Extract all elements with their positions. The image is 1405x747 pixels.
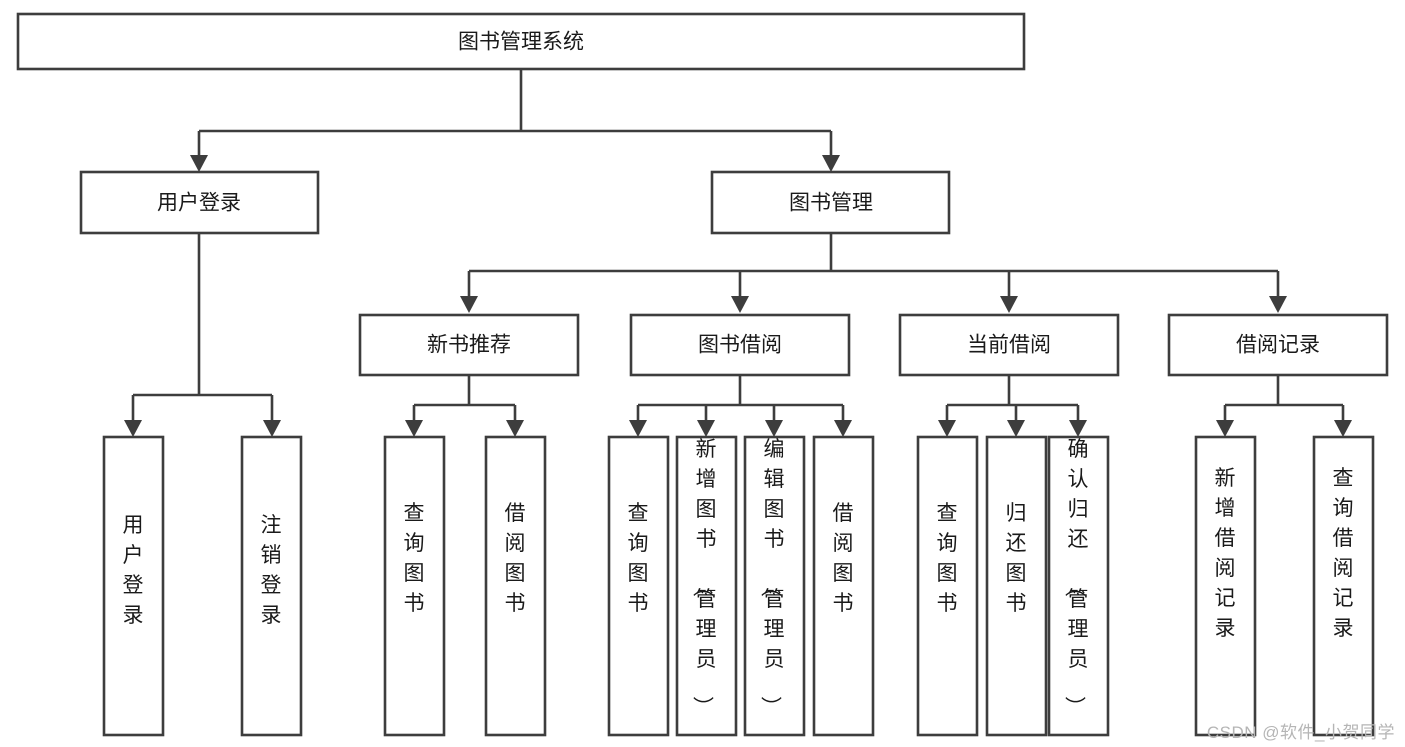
arrow-to-current-borrow (1000, 296, 1018, 313)
node-user-login[interactable]: 用户登录 (79, 170, 320, 235)
node-cur-query-book-label: 查询图书 (937, 502, 958, 615)
node-rec-borrow-book-box[interactable] (484, 435, 547, 737)
arrow-to-rec-query-book (405, 420, 423, 437)
node-borrow-query-book-label: 查询图书 (628, 502, 649, 615)
node-rec-query-book-box[interactable] (383, 435, 446, 737)
arrow-to-book-borrow (731, 296, 749, 313)
edge-user-login-bus (131, 233, 274, 422)
node-login-do-box[interactable] (102, 435, 165, 737)
node-borrow-add-book[interactable]: 新增图书（管理员） (675, 435, 738, 737)
node-cur-return-book[interactable]: 归还图书 (985, 435, 1048, 737)
node-rec-query-record[interactable]: 查询借阅记录 (1312, 435, 1375, 737)
node-borrow-record-box[interactable] (1167, 313, 1389, 377)
node-user-login-box[interactable] (79, 170, 320, 235)
node-rec-query-record-box[interactable] (1312, 435, 1375, 737)
node-cur-return-book-label: 归还图书 (1006, 502, 1027, 615)
node-logout-do-label: 注销登录 (261, 514, 282, 627)
edge-new-book-rec-bus (412, 375, 517, 422)
node-new-book-rec-box[interactable] (358, 313, 580, 377)
node-borrow-edit-book[interactable]: 编辑图书（管理员） (743, 435, 806, 737)
arrow-to-book-manage (822, 155, 840, 172)
arrow-to-cur-return-book (1007, 420, 1025, 437)
arrow-to-rec-add-record (1216, 420, 1234, 437)
node-rec-borrow-book[interactable]: 借阅图书 (484, 435, 547, 737)
node-rec-query-record-label: 查询借阅记录 (1333, 467, 1354, 640)
node-borrow-record[interactable]: 借阅记录 (1167, 313, 1389, 377)
arrow-to-borrow-borrow-book (834, 420, 852, 437)
node-rec-query-book-label: 查询图书 (404, 502, 425, 615)
node-borrow-borrow-book[interactable]: 借阅图书 (812, 435, 875, 737)
node-user-login-label: 用户登录 (157, 192, 241, 215)
node-book-manage[interactable]: 图书管理 (710, 170, 951, 235)
arrow-to-login-do (124, 420, 142, 437)
node-borrow-edit-book-label: 编辑图书（管理员） (759, 438, 785, 717)
arrow-to-rec-borrow-book (506, 420, 524, 437)
node-root[interactable]: 图书管理系统 (16, 12, 1026, 71)
node-rec-add-record[interactable]: 新增借阅记录 (1194, 435, 1257, 737)
arrow-to-borrow-record (1269, 296, 1287, 313)
node-logout-do-box[interactable] (240, 435, 303, 737)
node-root-label: 图书管理系统 (458, 31, 584, 54)
node-rec-add-record-label: 新增借阅记录 (1215, 467, 1236, 640)
node-current-borrow[interactable]: 当前借阅 (898, 313, 1120, 377)
arrow-to-cur-confirm-return (1069, 420, 1087, 437)
node-rec-add-record-box[interactable] (1194, 435, 1257, 737)
node-book-borrow[interactable]: 图书借阅 (629, 313, 851, 377)
arrow-to-logout-do (263, 420, 281, 437)
arrow-to-cur-query-book (938, 420, 956, 437)
arrow-to-rec-query-record (1334, 420, 1352, 437)
connector-layer (124, 69, 1352, 437)
node-borrow-add-book-box[interactable] (675, 435, 738, 737)
edge-borrow-record-bus (1223, 375, 1345, 422)
node-book-manage-box[interactable] (710, 170, 951, 235)
node-login-do-label: 用户登录 (123, 514, 144, 627)
node-current-borrow-label: 当前借阅 (967, 334, 1051, 357)
node-book-borrow-label: 图书借阅 (698, 334, 782, 357)
node-book-borrow-box[interactable] (629, 313, 851, 377)
node-login-do[interactable]: 用户登录 (102, 435, 165, 737)
node-current-borrow-box[interactable] (898, 313, 1120, 377)
edge-current-borrow-bus (945, 375, 1080, 422)
node-borrow-edit-book-box[interactable] (743, 435, 806, 737)
node-new-book-rec[interactable]: 新书推荐 (358, 313, 580, 377)
edge-book-manage-bus (467, 233, 1280, 298)
node-logout-do[interactable]: 注销登录 (240, 435, 303, 737)
node-cur-query-book-box[interactable] (916, 435, 979, 737)
node-cur-return-book-box[interactable] (985, 435, 1048, 737)
node-book-manage-label: 图书管理 (789, 192, 873, 215)
node-borrow-query-book[interactable]: 查询图书 (607, 435, 670, 737)
node-root-box[interactable] (16, 12, 1026, 71)
node-borrow-query-book-box[interactable] (607, 435, 670, 737)
node-borrow-borrow-book-box[interactable] (812, 435, 875, 737)
node-new-book-rec-label: 新书推荐 (427, 334, 511, 357)
node-rec-query-book[interactable]: 查询图书 (383, 435, 446, 737)
arrow-to-new-book-rec (460, 296, 478, 313)
node-cur-confirm-return-box[interactable] (1047, 435, 1110, 737)
arrow-to-user-login (190, 155, 208, 172)
node-cur-confirm-return-label: 确认归还（管理员） (1063, 438, 1089, 717)
node-rec-borrow-book-label: 借阅图书 (505, 502, 526, 615)
node-borrow-record-label: 借阅记录 (1236, 334, 1320, 357)
arrow-to-borrow-query-book (629, 420, 647, 437)
node-borrow-add-book-label: 新增图书（管理员） (691, 438, 717, 717)
edge-book-borrow-bus (636, 375, 845, 422)
arrow-to-borrow-edit-book (765, 420, 783, 437)
arrow-to-borrow-add-book (697, 420, 715, 437)
edge-root-to-level1-bus (197, 69, 833, 157)
node-borrow-borrow-book-label: 借阅图书 (833, 502, 854, 615)
node-cur-query-book[interactable]: 查询图书 (916, 435, 979, 737)
node-cur-confirm-return[interactable]: 确认归还（管理员） (1047, 435, 1110, 737)
